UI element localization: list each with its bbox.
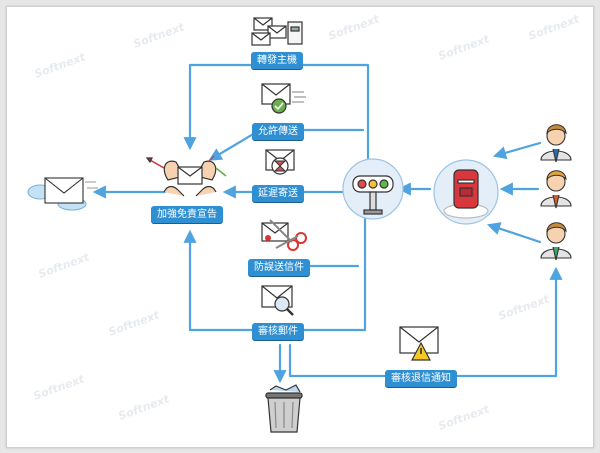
post-box-icon (433, 159, 499, 225)
hands-envelope-icon (145, 155, 227, 197)
label-forward-host: 轉發主機 (251, 52, 303, 69)
person-3-avatar (540, 222, 572, 261)
allow-send-icon (261, 83, 306, 114)
watermark-layer: Softnext Softnext Softnext Softnext Soft… (32, 12, 582, 433)
svg-text:Softnext: Softnext (437, 32, 492, 63)
connector-lines (92, 63, 563, 384)
traffic-light-icon (342, 158, 404, 220)
outbound-cloud-icon (27, 177, 98, 211)
svg-text:Softnext: Softnext (497, 292, 552, 323)
label-allow-send: 允許傳送 (252, 123, 304, 140)
svg-text:Softnext: Softnext (117, 392, 172, 423)
svg-text:Softnext: Softnext (37, 250, 92, 281)
label-review-reject-notice: 審核退信通知 (385, 370, 457, 387)
svg-text:Softnext: Softnext (527, 12, 582, 43)
label-delay-send: 延遲寄送 (252, 185, 304, 202)
label-prevent-send: 防誤送信件 (248, 259, 310, 276)
trash-can-icon (265, 384, 303, 433)
forward-host-icon (251, 17, 303, 46)
person-2-avatar (540, 170, 572, 209)
svg-text:Softnext: Softnext (132, 20, 187, 51)
delay-send-icon (265, 149, 295, 175)
svg-text:Softnext: Softnext (327, 12, 382, 43)
svg-text:Softnext: Softnext (33, 50, 88, 81)
svg-text:Softnext: Softnext (32, 372, 87, 403)
person-1-avatar (540, 124, 572, 163)
warning-envelope-icon (399, 326, 439, 361)
label-review-mail: 審核郵件 (252, 323, 304, 340)
review-mail-icon (261, 285, 294, 316)
svg-text:Softnext: Softnext (107, 308, 162, 339)
label-enhance-notice: 加強免責宣告 (151, 206, 223, 223)
scissors-icon (261, 219, 307, 251)
svg-text:Softnext: Softnext (437, 402, 492, 433)
